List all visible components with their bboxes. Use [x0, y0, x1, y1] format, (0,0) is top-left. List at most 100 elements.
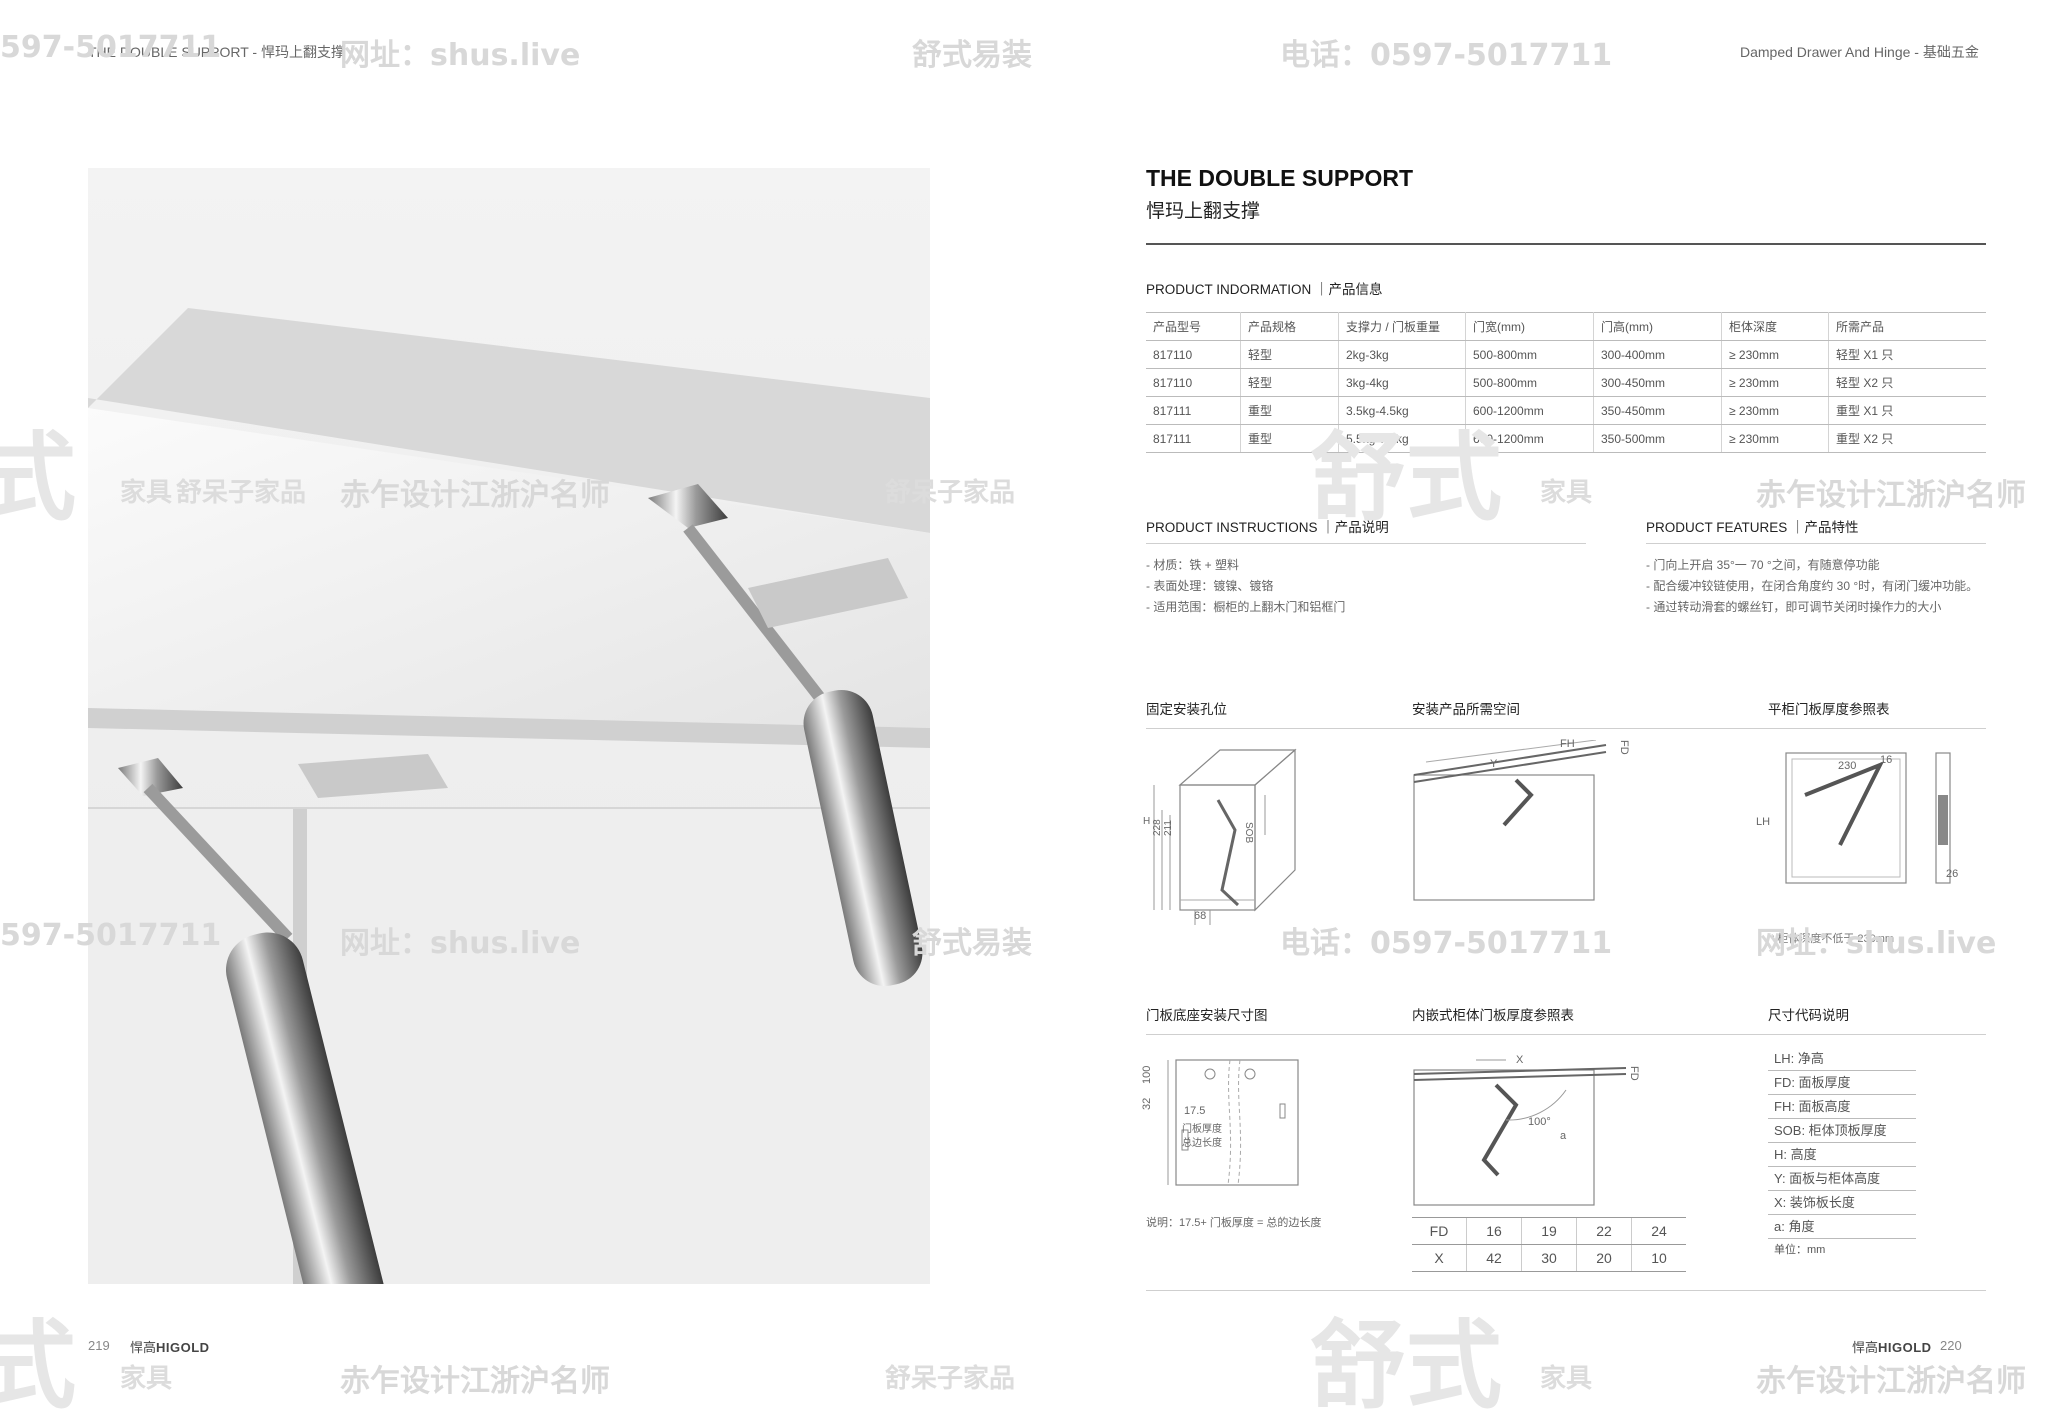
dim-label-26: 26: [1946, 868, 1959, 880]
dim-label-17-5: 17.5: [1184, 1105, 1206, 1117]
dim-label-lh: LH: [1756, 816, 1771, 828]
bottom-divider: [1146, 1290, 1986, 1291]
list-item: - 材质：铁 + 塑料: [1146, 558, 1240, 572]
table-cell: X: [1412, 1244, 1467, 1272]
column-header: 产品规格: [1240, 312, 1339, 341]
instructions-list: - 材质：铁 + 塑料 - 表面处理：镀镍、镀铬 - 适用范围：橱柜的上翻木门和…: [1146, 555, 1345, 618]
watermark-brand-big: 式: [0, 1310, 76, 1422]
dimension-codes-list: LH: 净高 FD: 面板厚度 FH: 面板高度 SOB: 柜体顶板厚度 H: …: [1768, 1047, 1916, 1262]
list-item: - 适用范围：橱柜的上翻木门和铝框门: [1146, 600, 1346, 614]
column-header: 门宽(mm): [1465, 312, 1594, 341]
watermark-chizuo: 赤乍设计江浙沪名师: [340, 1364, 610, 1399]
dim-label-228: 228: [1152, 819, 1163, 836]
table-cell: 350-500mm: [1593, 424, 1722, 453]
instructions-heading: PRODUCT INSTRUCTIONS ｜产品说明: [1146, 520, 1389, 535]
list-item: - 通过转动滑套的螺丝钉，即可调节关闭时操作力的大小: [1646, 600, 1942, 614]
table-cell: 2kg-3kg: [1338, 340, 1466, 369]
table-row: FD 16 19 22 24: [1412, 1217, 1686, 1245]
table-cell: 22: [1576, 1217, 1632, 1245]
instructions-divider: [1146, 543, 1586, 544]
diagram-install-space: [1413, 740, 1607, 901]
dim-label-door-thickness: 门板厚度: [1182, 1124, 1222, 1135]
page-title-cn: 悍玛上翻支撑: [1146, 201, 1261, 222]
table-cell: 817111: [1146, 424, 1241, 453]
table-cell: ≥ 230mm: [1721, 340, 1829, 369]
dim-label-sob: SOB: [1243, 822, 1254, 844]
page-title-en: THE DOUBLE SUPPORT: [1146, 165, 1414, 191]
header-right: Damped Drawer And Hinge - 基础五金: [1740, 44, 1979, 60]
table-row: 817111 重型 3.5kg-4.5kg 600-1200mm 350-450…: [1146, 396, 1986, 425]
table-cell: 600-1200mm: [1465, 424, 1594, 453]
list-item: FH: 面板高度: [1768, 1095, 1916, 1119]
dim-label-y: Y: [1490, 758, 1498, 770]
list-item: a: 角度: [1768, 1215, 1916, 1239]
diagram-inset-door: [1413, 1059, 1627, 1206]
table-cell: 3kg-4kg: [1338, 368, 1466, 397]
table-header-row: 产品型号 产品规格 支撑力 / 门板重量 门宽(mm) 门高(mm) 柜体深度 …: [1146, 312, 1986, 341]
table-cell: 350-450mm: [1593, 396, 1722, 425]
table-cell: 轻型 X1 只: [1828, 340, 1986, 369]
list-item: LH: 净高: [1768, 1047, 1916, 1071]
table-cell: 817110: [1146, 368, 1241, 397]
watermark-furniture: 家具: [1540, 1364, 1593, 1394]
table-cell: 19: [1521, 1217, 1577, 1245]
title-divider: [1146, 243, 1986, 245]
list-item: FD: 面板厚度: [1768, 1071, 1916, 1095]
table-row: 817111 重型 5.5kg-7.5kg 600-1200mm 350-500…: [1146, 424, 1986, 453]
features-heading: PRODUCT FEATURES ｜产品特性: [1646, 520, 1859, 535]
dim-label-100: 100: [1141, 1065, 1153, 1084]
watermark-phone: 电话：0597-5017711: [1280, 38, 1613, 73]
table-cell: 轻型: [1240, 340, 1339, 369]
table-cell: 重型 X1 只: [1828, 396, 1986, 425]
list-item: - 门向上开启 35°一 70 °之间，有随意停功能: [1646, 558, 1880, 572]
column-header: 所需产品: [1828, 312, 1986, 341]
diagram-mounting-holes: [1153, 748, 1297, 925]
watermark-daizi: 舒呆子家品: [885, 1364, 1016, 1394]
door-base-note: 说明：17.5+ 门板厚度 = 总的边长度: [1146, 1217, 1322, 1229]
table-cell: FD: [1412, 1217, 1467, 1245]
features-list: - 门向上开启 35°一 70 °之间，有随意停功能 - 配合缓冲铰链使用，在闭…: [1646, 555, 1978, 618]
table-cell: 300-450mm: [1593, 368, 1722, 397]
product-info-table: 产品型号 产品规格 支撑力 / 门板重量 门宽(mm) 门高(mm) 柜体深度 …: [1146, 312, 1986, 453]
fd-x-table: FD 16 19 22 24 X 42 30 20 10: [1412, 1217, 1686, 1272]
table-row: 817110 轻型 2kg-3kg 500-800mm 300-400mm ≥ …: [1146, 340, 1986, 369]
table-row: X 42 30 20 10: [1412, 1244, 1686, 1272]
page-number-right: 220: [1940, 1338, 1962, 1353]
table-cell: 300-400mm: [1593, 340, 1722, 369]
table-cell: 3.5kg-4.5kg: [1338, 396, 1466, 425]
table-cell: 轻型: [1240, 368, 1339, 397]
dim-label-a: a: [1560, 1130, 1567, 1142]
table-cell: 16: [1466, 1217, 1522, 1245]
table-cell: 重型 X2 只: [1828, 424, 1986, 453]
table-cell: 重型: [1240, 396, 1339, 425]
product-info-heading: PRODUCT INDORMATION ｜产品信息: [1146, 282, 1383, 297]
table-cell: 20: [1576, 1244, 1632, 1272]
table-cell: 42: [1466, 1244, 1522, 1272]
diagram-row1-divider: [1146, 728, 1986, 729]
brand-cn: 悍高: [1852, 1340, 1879, 1355]
watermark-brand-big: 舒式: [1310, 1310, 1502, 1422]
list-item: SOB: 柜体顶板厚度: [1768, 1119, 1916, 1143]
column-header: 产品型号: [1146, 312, 1241, 341]
dim-label-16: 16: [1880, 754, 1893, 766]
table-row: 817110 轻型 3kg-4kg 500-800mm 300-450mm ≥ …: [1146, 368, 1986, 397]
diagram-title-install-space: 安装产品所需空间: [1412, 702, 1520, 717]
dim-label-32: 32: [1141, 1097, 1153, 1110]
features-divider: [1646, 543, 1986, 544]
table-cell: 500-800mm: [1465, 368, 1594, 397]
table-cell: 600-1200mm: [1465, 396, 1594, 425]
brand-cn: 悍高: [130, 1340, 157, 1355]
dim-label-230: 230: [1838, 760, 1857, 772]
column-header: 门高(mm): [1593, 312, 1722, 341]
watermark-site: 网址：shus.live: [340, 38, 581, 73]
column-header: 柜体深度: [1721, 312, 1829, 341]
dim-label-fh: FH: [1560, 738, 1575, 750]
list-item: H: 高度: [1768, 1143, 1916, 1167]
watermark-phone: 电话：0597-5017711: [1280, 926, 1613, 961]
brand-en: HIGOLD: [1878, 1340, 1932, 1355]
header-left: THE DOUBLE SUPPORT - 悍玛上翻支撑: [88, 44, 345, 60]
table-cell: 轻型 X2 只: [1828, 368, 1986, 397]
table-cell: 重型: [1240, 424, 1339, 453]
dim-label-211: 211: [1163, 820, 1174, 836]
page-number-left: 219: [88, 1338, 110, 1353]
